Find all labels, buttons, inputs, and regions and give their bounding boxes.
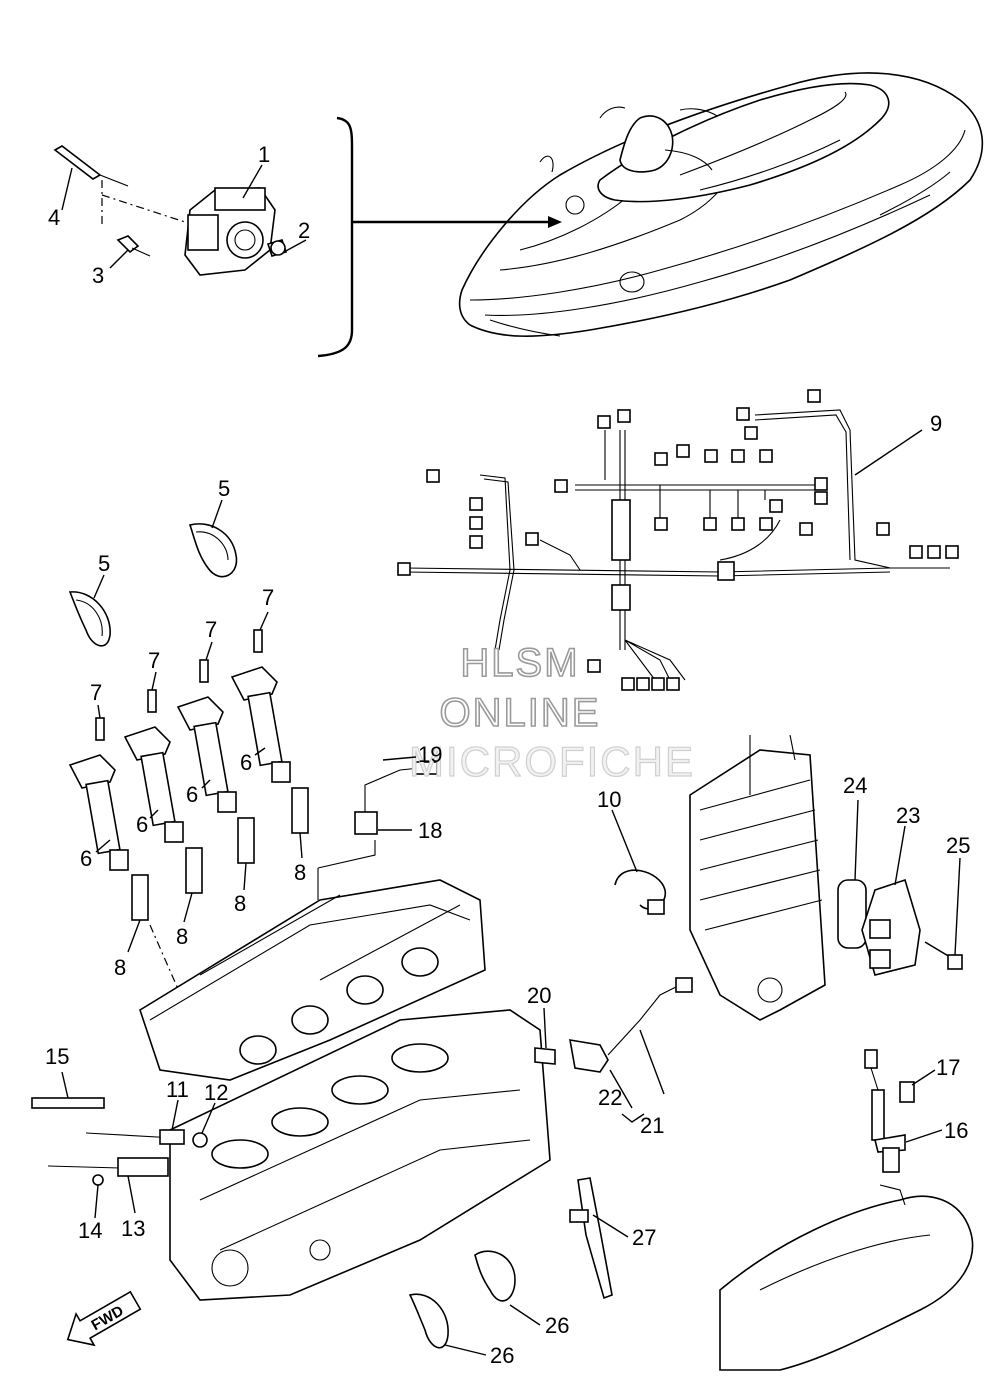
- callout-9: 9: [930, 411, 942, 436]
- callout-12: 12: [204, 1080, 228, 1105]
- callout-7d: 7: [262, 585, 274, 610]
- callout-26a: 26: [545, 1313, 569, 1338]
- callout-labels: 1 2 3 4 5 5 6 6 6 6 7 7 7 7 8 8 8 8 9 10…: [45, 142, 970, 1368]
- sensors-and-fittings: [31, 761, 693, 1186]
- callout-8d: 8: [294, 860, 306, 885]
- cable-ties-26-27: [408, 1177, 613, 1349]
- callout-13: 13: [121, 1216, 145, 1241]
- engine-block: [139, 840, 551, 1301]
- watermark-line-3: MICROFICHE: [409, 738, 695, 785]
- callout-19: 19: [418, 742, 442, 767]
- callout-14: 14: [78, 1218, 102, 1243]
- callout-4: 4: [48, 205, 60, 230]
- callout-25: 25: [946, 833, 970, 858]
- forward-direction-arrow: FWD: [66, 1290, 142, 1347]
- callout-8a: 8: [114, 955, 126, 980]
- callout-8c: 8: [234, 891, 246, 916]
- watermark: HLSM ONLINE MICROFICHE: [408, 640, 695, 785]
- callout-6d: 6: [240, 750, 252, 775]
- watercraft-illustration: [458, 72, 984, 337]
- watermark-line-2: ONLINE: [440, 691, 601, 735]
- throttle-body: [53, 145, 288, 276]
- leader-lines: [61, 164, 961, 1356]
- callout-26b: 26: [490, 1343, 514, 1368]
- exhaust-pipe: [719, 1049, 974, 1371]
- callout-6c: 6: [186, 782, 198, 807]
- callout-20: 20: [527, 983, 551, 1008]
- callout-16: 16: [944, 1118, 968, 1143]
- callout-3: 3: [92, 263, 104, 288]
- wire-harness: [397, 389, 959, 691]
- callout-23: 23: [896, 803, 920, 828]
- callout-15: 15: [45, 1044, 69, 1069]
- callout-22: 22: [598, 1085, 622, 1110]
- cable-tie-parts-5: [68, 523, 238, 647]
- callout-10: 10: [597, 787, 621, 812]
- callout-6b: 6: [136, 812, 148, 837]
- callout-11: 11: [166, 1077, 189, 1102]
- callout-5a: 5: [218, 476, 230, 501]
- watermark-line-1: HLSM: [460, 641, 579, 685]
- callout-1: 1: [258, 142, 270, 167]
- callout-8b: 8: [176, 924, 188, 949]
- callout-7c: 7: [205, 617, 217, 642]
- callout-2: 2: [298, 218, 310, 243]
- callout-17: 17: [936, 1055, 960, 1080]
- callout-21: 21: [640, 1113, 664, 1138]
- callout-5b: 5: [98, 551, 110, 576]
- ecu-assembly: [689, 734, 963, 1021]
- callout-7b: 7: [148, 648, 160, 673]
- callout-18: 18: [418, 818, 442, 843]
- callout-7a: 7: [90, 680, 102, 705]
- callout-27: 27: [632, 1225, 656, 1250]
- callout-24: 24: [843, 773, 867, 798]
- callout-6a: 6: [80, 846, 92, 871]
